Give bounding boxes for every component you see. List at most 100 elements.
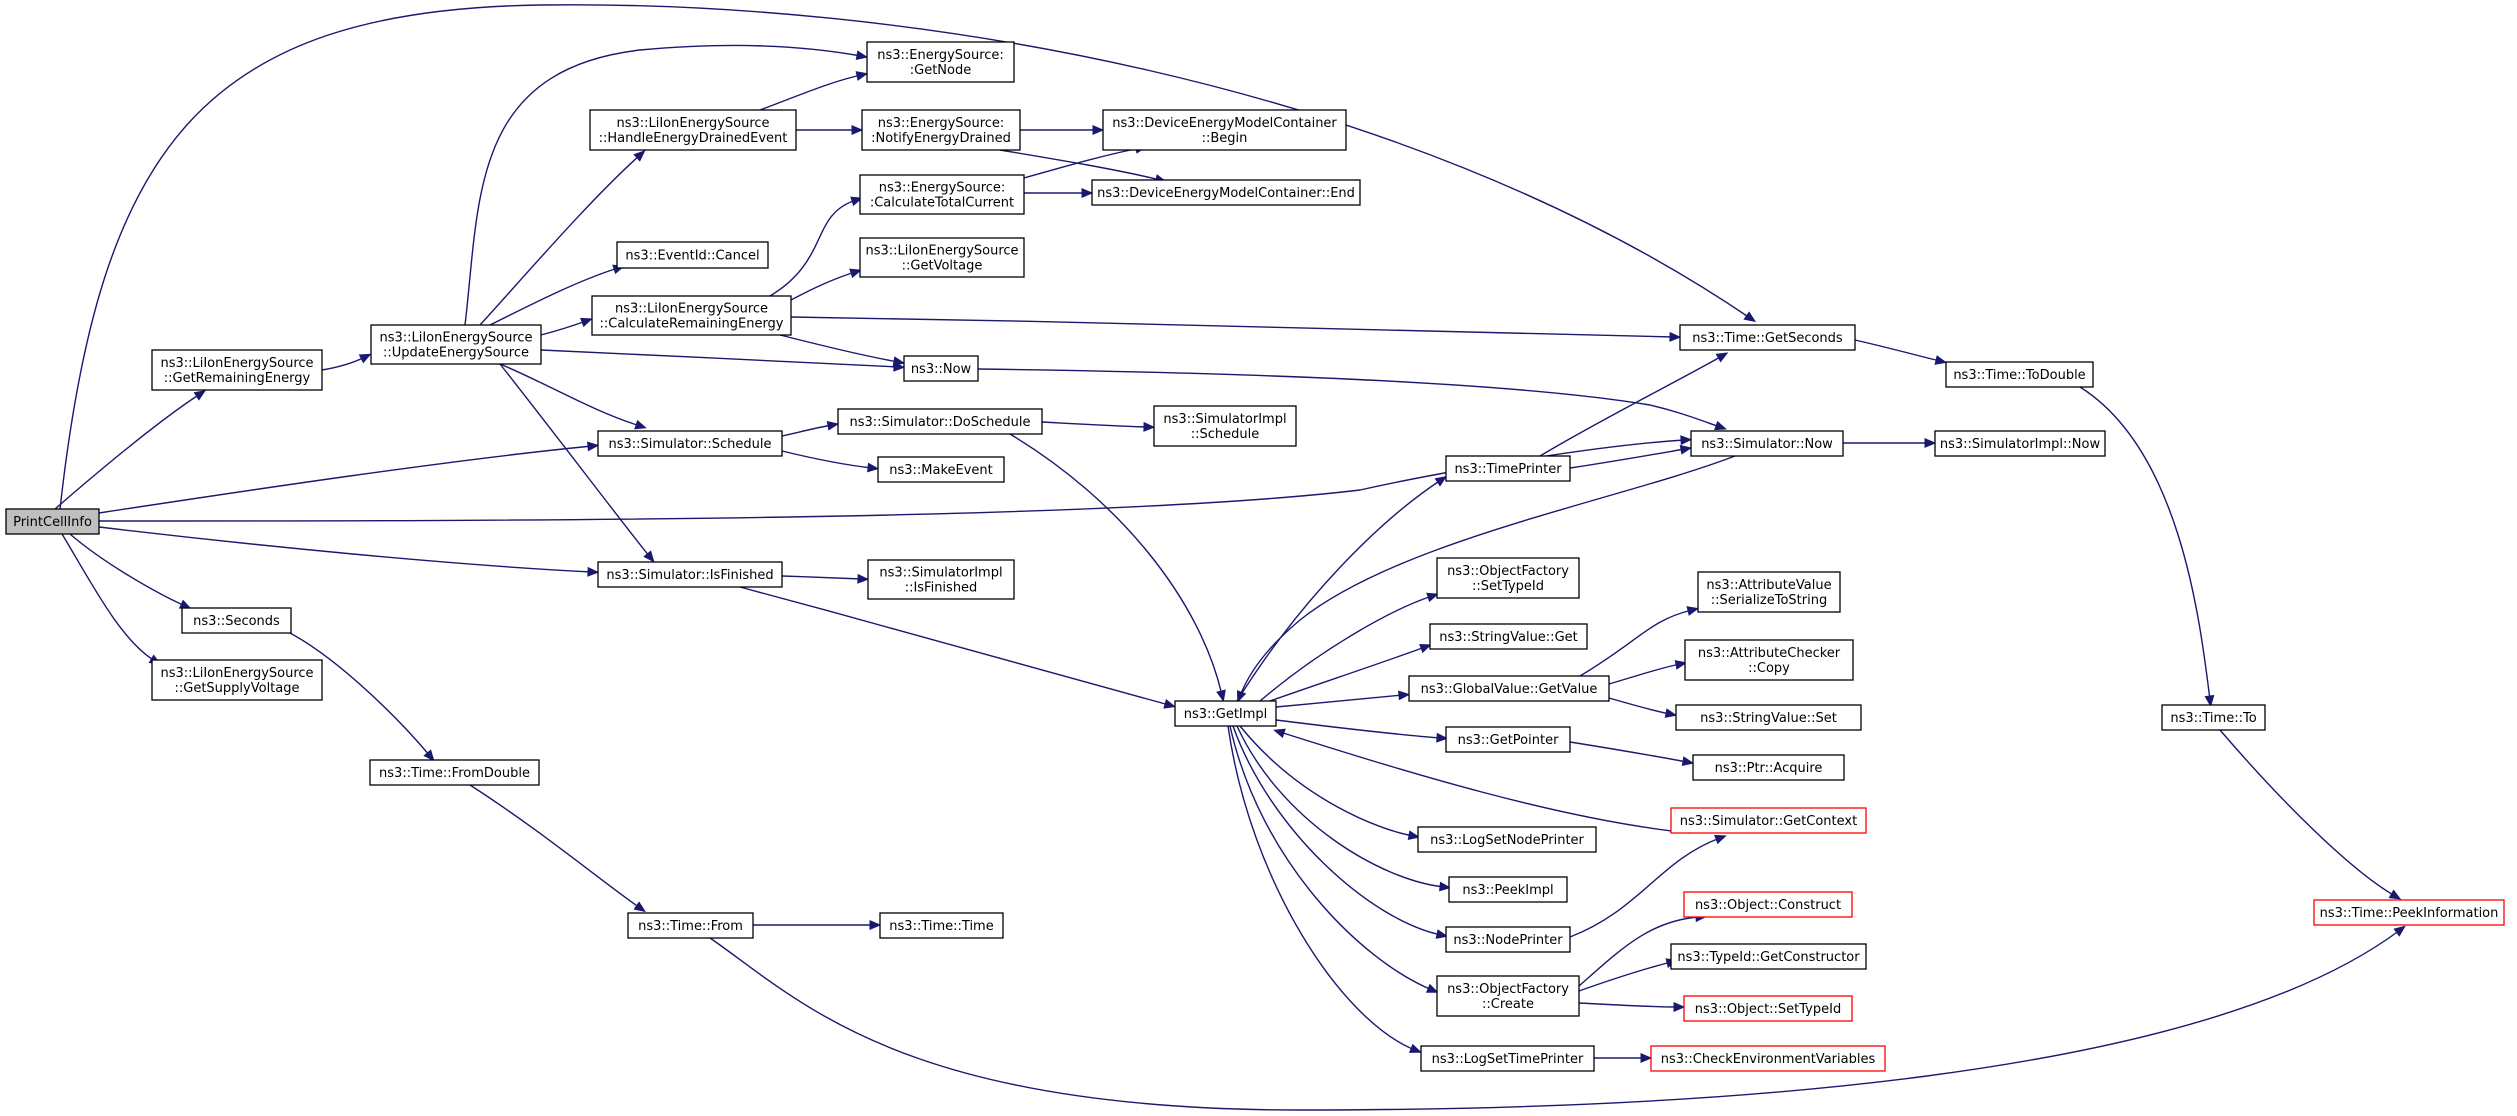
node-demcBegin[interactable]: ns3::DeviceEnergyModelContainer::Begin <box>1102 109 1347 151</box>
edge-line <box>1275 719 1442 739</box>
node-box <box>1690 430 1844 457</box>
edge-line <box>2079 386 2211 701</box>
node-label: PrintCellInfo <box>13 515 92 530</box>
edge-root-to-getSupply <box>61 533 162 665</box>
edge-line <box>499 363 651 558</box>
node-logSetTime[interactable]: ns3::LogSetTimePrinter <box>1420 1045 1595 1072</box>
node-getRemaining[interactable]: ns3::LiIonEnergySource::GetRemainingEner… <box>151 349 323 391</box>
node-calcRemaining[interactable]: ns3::LiIonEnergySource::CalculateRemaini… <box>591 295 792 336</box>
node-box <box>1679 324 1856 351</box>
node-getContext[interactable]: ns3::Simulator::GetContext <box>1670 807 1867 834</box>
edge-logSetTime-to-checkEnv <box>1594 1053 1653 1063</box>
node-getImpl[interactable]: ns3::GetImpl <box>1174 700 1277 727</box>
node-avSerialize[interactable]: ns3::AttributeValue::SerializeToString <box>1697 571 1841 613</box>
edge-line <box>1269 646 1426 702</box>
node-box <box>1683 995 1853 1022</box>
node-simImplFinished[interactable]: ns3::SimulatorImpl::IsFinished <box>867 559 1015 600</box>
edges-layer <box>54 4 2406 1111</box>
node-box <box>866 41 1015 83</box>
edge-arrowhead <box>1715 352 1729 363</box>
node-getConstructor[interactable]: ns3::TypeId::GetConstructor <box>1670 943 1867 970</box>
edge-line <box>1578 961 1672 992</box>
node-label: ns3::Simulator::DoSchedule <box>849 415 1030 430</box>
node-makeEvent[interactable]: ns3::MakeEvent <box>877 456 1005 483</box>
node-ofCreate[interactable]: ns3::ObjectFactory::Create <box>1436 975 1580 1017</box>
node-now3[interactable]: ns3::Now <box>903 355 979 382</box>
node-getSupply[interactable]: ns3::LiIonEnergySource::GetSupplyVoltage <box>151 659 323 701</box>
node-eventCancel[interactable]: ns3::EventId::Cancel <box>616 241 769 269</box>
edge-line <box>464 44 862 326</box>
edge-arrowhead <box>1426 592 1439 603</box>
node-timeTime[interactable]: ns3::Time::Time <box>879 912 1004 939</box>
edge-arrowhead <box>1419 643 1432 654</box>
node-label: ns3::TypeId::GetConstructor <box>1677 950 1860 965</box>
node-checkEnv[interactable]: ns3::CheckEnvironmentVariables <box>1650 1045 1886 1072</box>
node-gvGetValue[interactable]: ns3::GlobalValue::GetValue <box>1408 675 1610 702</box>
node-box <box>1675 704 1862 731</box>
node-getNode[interactable]: ns3::EnergySource::GetNode <box>866 41 1015 83</box>
node-label: ns3::DeviceEnergyModelContainer <box>1112 116 1337 131</box>
node-demcEnd[interactable]: ns3::DeviceEnergyModelContainer::End <box>1091 179 1361 206</box>
edge-arrowhead <box>1081 188 1094 198</box>
edge-arrowhead <box>423 749 435 762</box>
edge-arrowhead <box>1743 311 1757 323</box>
node-objConstruct[interactable]: ns3::Object::Construct <box>1683 891 1853 918</box>
node-ptrAcquire[interactable]: ns3::Ptr::Acquire <box>1692 754 1845 781</box>
node-box <box>1102 109 1347 151</box>
node-peekImpl[interactable]: ns3::PeekImpl <box>1448 876 1568 903</box>
node-getPointer[interactable]: ns3::GetPointer <box>1445 726 1571 753</box>
node-calcTotal[interactable]: ns3::EnergySource::CalculateTotalCurrent <box>859 174 1025 215</box>
node-label: ns3::DeviceEnergyModelContainer::End <box>1097 186 1355 201</box>
node-strSet[interactable]: ns3::StringValue::Set <box>1675 704 1862 731</box>
node-box <box>1684 639 1854 681</box>
node-seconds[interactable]: ns3::Seconds <box>181 607 292 634</box>
edge-arrowhead <box>1669 331 1682 342</box>
node-box <box>597 430 783 457</box>
node-schedule[interactable]: ns3::Simulator::Schedule <box>597 430 783 457</box>
edge-arrowhead <box>1435 929 1449 939</box>
node-toDouble[interactable]: ns3::Time::ToDouble <box>1945 361 2094 388</box>
node-fromDouble[interactable]: ns3::Time::FromDouble <box>369 759 540 786</box>
node-ofSetTypeId[interactable]: ns3::ObjectFactory::SetTypeId <box>1436 557 1580 599</box>
edge-gvGetValue-to-acCopy <box>1608 660 1688 685</box>
node-logSetNode[interactable]: ns3::LogSetNodePrinter <box>1417 826 1597 853</box>
edge-schedule-to-doSchedule <box>781 420 840 437</box>
node-simNow[interactable]: ns3::Simulator::Now <box>1690 430 1844 457</box>
node-label: ::GetRemainingEnergy <box>164 371 311 386</box>
edge-arrowhead <box>1640 1053 1653 1063</box>
node-box <box>1436 975 1580 1017</box>
node-doSchedule[interactable]: ns3::Simulator::DoSchedule <box>837 408 1043 435</box>
node-notifyDrained[interactable]: ns3::EnergySource::NotifyEnergyDrained <box>861 109 1021 151</box>
node-label: ::SerializeToString <box>1711 593 1827 608</box>
node-handleDrained[interactable]: ns3::LiIonEnergySource::HandleEnergyDrai… <box>589 109 797 151</box>
node-getVoltage[interactable]: ns3::LiIonEnergySource::GetVoltage <box>859 237 1025 278</box>
node-nodePrinter[interactable]: ns3::NodePrinter <box>1445 926 1571 953</box>
edge-timePrinter-to-simNow <box>1569 444 1693 469</box>
node-simImplSchedule[interactable]: ns3::SimulatorImpl::Schedule <box>1153 405 1297 447</box>
node-acCopy[interactable]: ns3::AttributeChecker::Copy <box>1684 639 1854 681</box>
node-peekInfo[interactable]: ns3::Time::PeekInformation <box>2313 899 2505 926</box>
edge-line <box>977 368 1721 428</box>
edge-line <box>469 784 641 909</box>
node-timePrinter[interactable]: ns3::TimePrinter <box>1445 455 1571 482</box>
node-timeTo[interactable]: ns3::Time::To <box>2161 704 2266 731</box>
node-box <box>879 912 1004 939</box>
node-strGet[interactable]: ns3::StringValue::Get <box>1429 623 1588 650</box>
edge-now3-to-simNow <box>977 368 1727 431</box>
node-updateEnergy[interactable]: ns3::LiIonEnergySource::UpdateEnergySour… <box>370 324 542 365</box>
node-box <box>589 109 797 151</box>
edge-line <box>1259 595 1433 702</box>
edge-line <box>1009 433 1223 696</box>
edge-getImpl-to-getPointer <box>1275 719 1449 743</box>
edge-arrowhead <box>1924 438 1937 448</box>
node-box <box>859 174 1025 215</box>
node-getSeconds[interactable]: ns3::Time::GetSeconds <box>1679 324 1856 351</box>
node-isFinished[interactable]: ns3::Simulator::IsFinished <box>597 561 783 588</box>
node-box <box>627 912 754 939</box>
node-label: ns3::Ptr::Acquire <box>1715 761 1823 776</box>
node-timeFrom[interactable]: ns3::Time::From <box>627 912 754 939</box>
node-label: ns3::EventId::Cancel <box>625 249 759 264</box>
node-objSetTypeId[interactable]: ns3::Object::SetTypeId <box>1683 995 1853 1022</box>
edge-root-to-schedule <box>98 441 600 514</box>
node-simImplNow[interactable]: ns3::SimulatorImpl::Now <box>1934 430 2106 457</box>
